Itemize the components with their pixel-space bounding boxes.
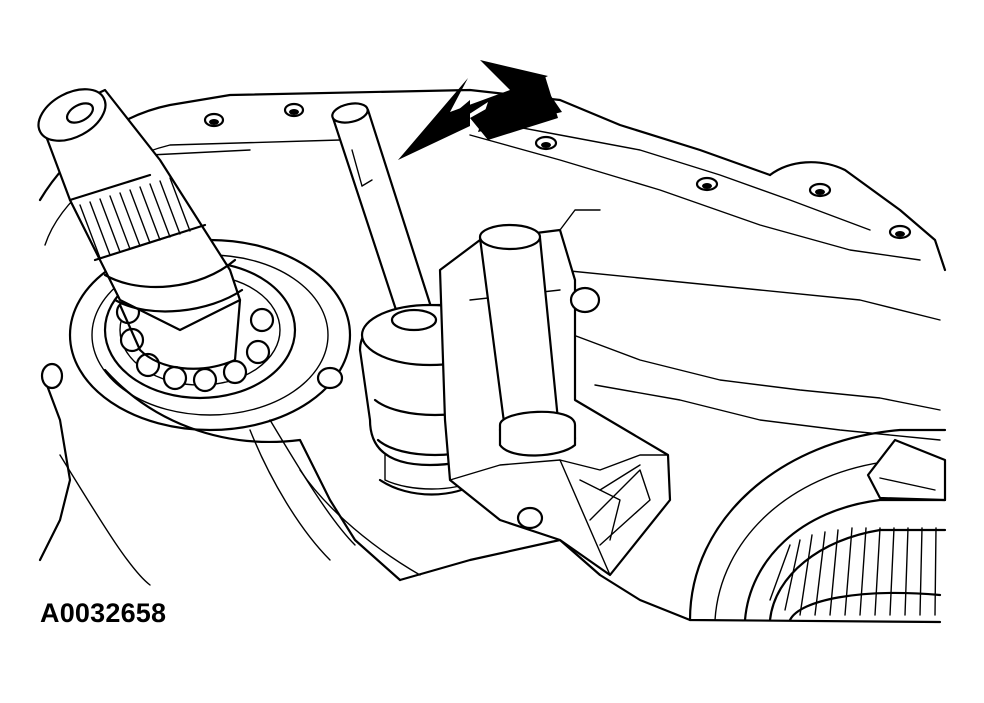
double-arrow-icon bbox=[398, 60, 562, 160]
gear-teeth bbox=[769, 527, 937, 616]
shift-rail bbox=[478, 223, 577, 457]
shaft-splines bbox=[79, 177, 191, 259]
input-shaft bbox=[37, 88, 244, 370]
bolt-holes bbox=[203, 102, 912, 240]
output-gear bbox=[688, 428, 947, 622]
shift-rod bbox=[331, 102, 434, 324]
figure-id-label: A0032658 bbox=[40, 598, 167, 628]
